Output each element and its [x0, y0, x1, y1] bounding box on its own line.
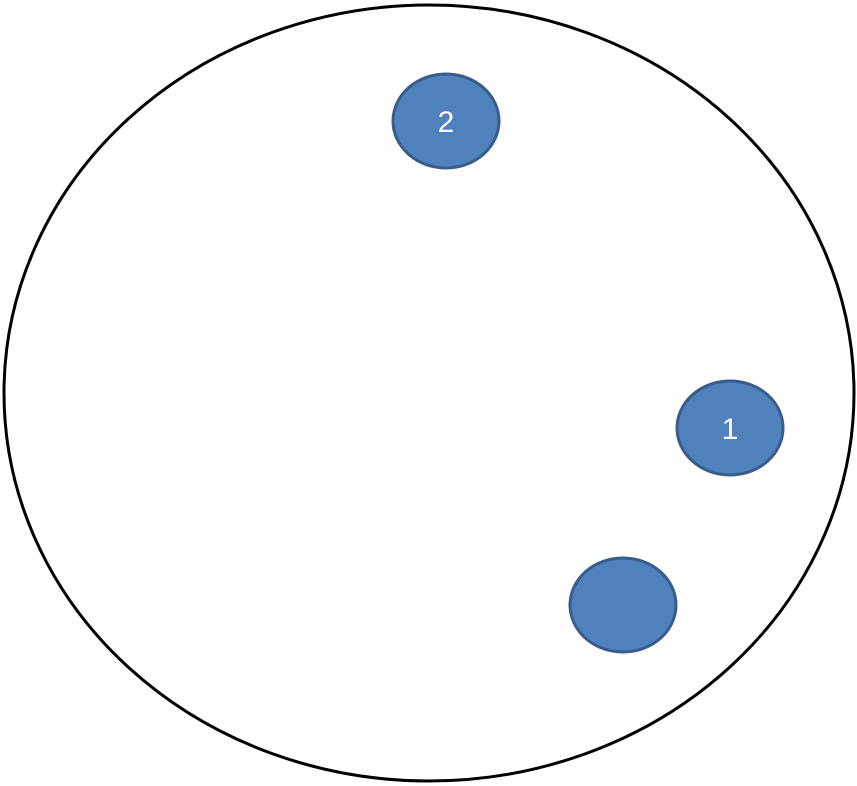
node-unlabeled — [568, 556, 678, 654]
node-1-label: 1 — [722, 413, 739, 446]
node-unlabeled-shape — [568, 556, 678, 654]
node-1: 1 — [675, 379, 785, 477]
node-2-label: 2 — [438, 106, 455, 139]
node-2: 2 — [391, 72, 501, 170]
node-2-shape — [391, 72, 501, 170]
node-1-shape — [675, 379, 785, 477]
